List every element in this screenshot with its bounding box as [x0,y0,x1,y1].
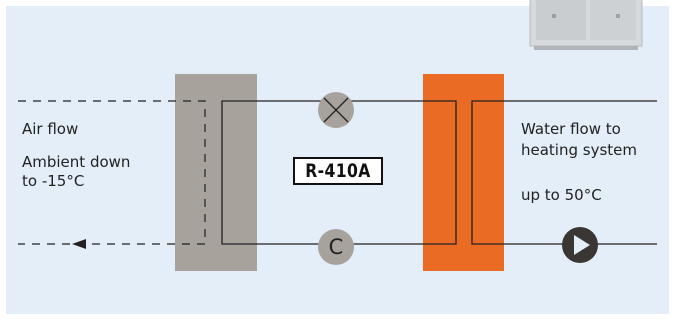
water-flow-label-line1: Water flow to [521,120,621,138]
expansion-valve-icon [318,92,354,128]
refrigerant-text: R-410A [305,160,371,182]
air-flow-label: Air flow [22,120,79,138]
compressor-letter: C [328,235,344,259]
water-flow-label-line2: heating system [521,141,638,159]
water-temp-label: up to 50°C [521,186,602,204]
refrigerant-loop [221,100,457,245]
refrigerant-label: R-410A [293,157,383,185]
pump-icon [562,227,598,263]
air-coil [175,74,257,271]
air-flow-arrow-icon [72,239,86,249]
outdoor-unit-image [529,0,643,50]
air-flow-path [18,100,206,245]
ambient-label-line2: to -15°C [22,172,85,190]
water-heat-exchanger [423,74,504,271]
ambient-label-line1: Ambient down [22,153,131,171]
compressor-icon [318,229,354,265]
